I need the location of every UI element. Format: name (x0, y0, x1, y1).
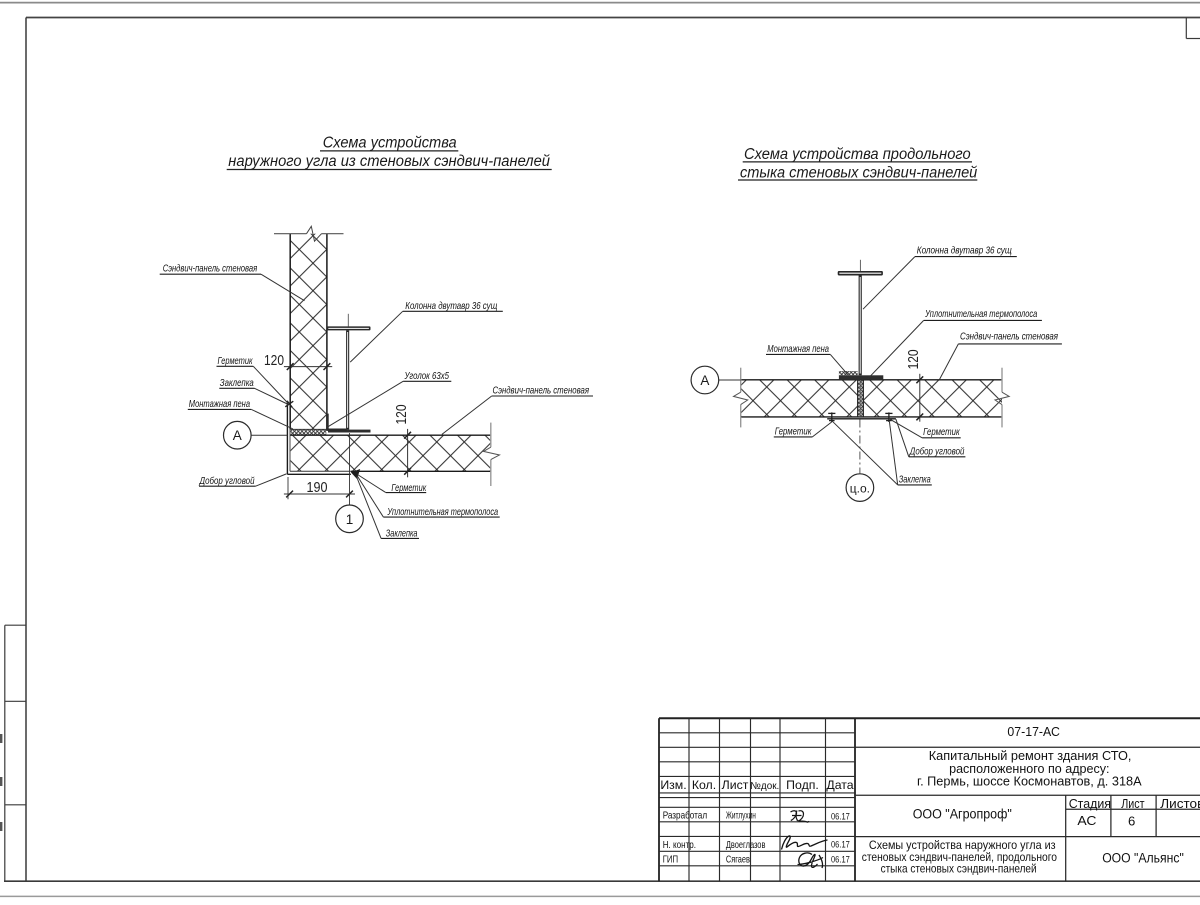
svg-text:Герметик: Герметик (923, 426, 960, 438)
svg-text:Сэндвич-панель стеновая: Сэндвич-панель стеновая (163, 263, 258, 275)
svg-text:120: 120 (264, 352, 284, 369)
svg-text:06.17: 06.17 (831, 854, 850, 865)
svg-text:Добор угловой: Добор угловой (909, 445, 964, 457)
svg-text:г. Пермь, шоссе Космонавтов, д: г. Пермь, шоссе Космонавтов, д. 318А (917, 773, 1142, 788)
svg-text:наружного угла из стеновых сэн: наружного угла из стеновых сэндвич-панел… (228, 153, 550, 170)
svg-text:№док.: №док. (750, 781, 779, 792)
svg-text:стеновых сэндвич-панелей, прод: стеновых сэндвич-панелей, продольного (862, 851, 1057, 864)
svg-text:Лист: Лист (722, 778, 749, 792)
svg-text:расположенного по адресу:: расположенного по адресу: (949, 761, 1109, 776)
svg-text:Дата: Дата (826, 778, 853, 792)
svg-text:Двоеглазов: Двоеглазов (726, 840, 766, 851)
svg-text:Добор угловой: Добор угловой (199, 475, 255, 487)
svg-text:Уплотнительная термополоса: Уплотнительная термополоса (387, 506, 499, 518)
svg-text:Капитальный ремонт здания СТО,: Капитальный ремонт здания СТО, (929, 748, 1132, 763)
svg-text:А: А (233, 428, 242, 443)
svg-text:стыка стеновых сэндвич-панелей: стыка стеновых сэндвич-панелей (881, 863, 1037, 876)
svg-text:А: А (700, 373, 709, 388)
svg-text:Монтажная пена: Монтажная пена (767, 343, 829, 355)
svg-text:Уплотнительная термополоса: Уплотнительная термополоса (924, 308, 1037, 320)
svg-text:Н. контр.: Н. контр. (663, 840, 696, 851)
svg-text:190: 190 (307, 479, 328, 496)
svg-text:Монтажная пена: Монтажная пена (189, 398, 250, 410)
svg-text:06.17: 06.17 (831, 811, 850, 822)
svg-text:120: 120 (393, 405, 410, 425)
svg-text:Схема устройства: Схема устройства (323, 135, 457, 152)
svg-text:120: 120 (905, 349, 922, 369)
svg-text:Герметик: Герметик (218, 355, 254, 367)
svg-text:Уголок 63х5: Уголок 63х5 (404, 370, 449, 382)
svg-text:Разработал: Разработал (663, 810, 707, 822)
svg-text:07-17-АС: 07-17-АС (1007, 724, 1060, 739)
svg-text:Заклепка: Заклепка (220, 377, 254, 389)
svg-text:Сэндвич-панель стеновая: Сэндвич-панель стеновая (493, 384, 590, 396)
svg-text:Листов: Листов (1160, 796, 1200, 811)
svg-text:ООО "Агропроф": ООО "Агропроф" (913, 806, 1012, 821)
svg-text:Лист: Лист (1121, 796, 1144, 811)
svg-text:Схема устройства продольного: Схема устройства продольного (744, 146, 971, 163)
svg-text:Сягаев: Сягаев (726, 855, 750, 866)
svg-text:АС: АС (1077, 813, 1097, 828)
svg-text:Стадия: Стадия (1069, 796, 1111, 811)
svg-text:стыка стеновых сэндвич-панелей: стыка стеновых сэндвич-панелей (740, 165, 978, 182)
svg-text:06.17: 06.17 (831, 840, 850, 851)
svg-text:Колонна двутавр 36 сущ: Колонна двутавр 36 сущ (405, 300, 497, 312)
svg-text:Колонна двутавр 36 сущ: Колонна двутавр 36 сущ (917, 245, 1012, 257)
svg-text:Кол.: Кол. (692, 778, 716, 792)
svg-text:ООО "Альянс": ООО "Альянс" (1102, 850, 1184, 865)
svg-text:ГИП: ГИП (663, 855, 678, 866)
svg-text:ц.о.: ц.о. (850, 481, 870, 495)
svg-text:Герметик: Герметик (391, 482, 427, 494)
svg-text:Схемы устройства наружного угл: Схемы устройства наружного угла из (869, 839, 1056, 852)
svg-text:Изм.: Изм. (660, 778, 686, 792)
svg-text:1: 1 (346, 512, 354, 527)
svg-text:6: 6 (1128, 813, 1135, 828)
svg-text:Заклепка: Заклепка (899, 474, 931, 486)
svg-text:Житлухин: Житлухин (726, 811, 756, 822)
svg-text:Заклепка: Заклепка (386, 527, 418, 539)
svg-text:Сэндвич-панель стеновая: Сэндвич-панель стеновая (960, 331, 1058, 343)
svg-text:Подп.: Подп. (786, 778, 819, 792)
svg-text:Герметик: Герметик (775, 425, 812, 437)
